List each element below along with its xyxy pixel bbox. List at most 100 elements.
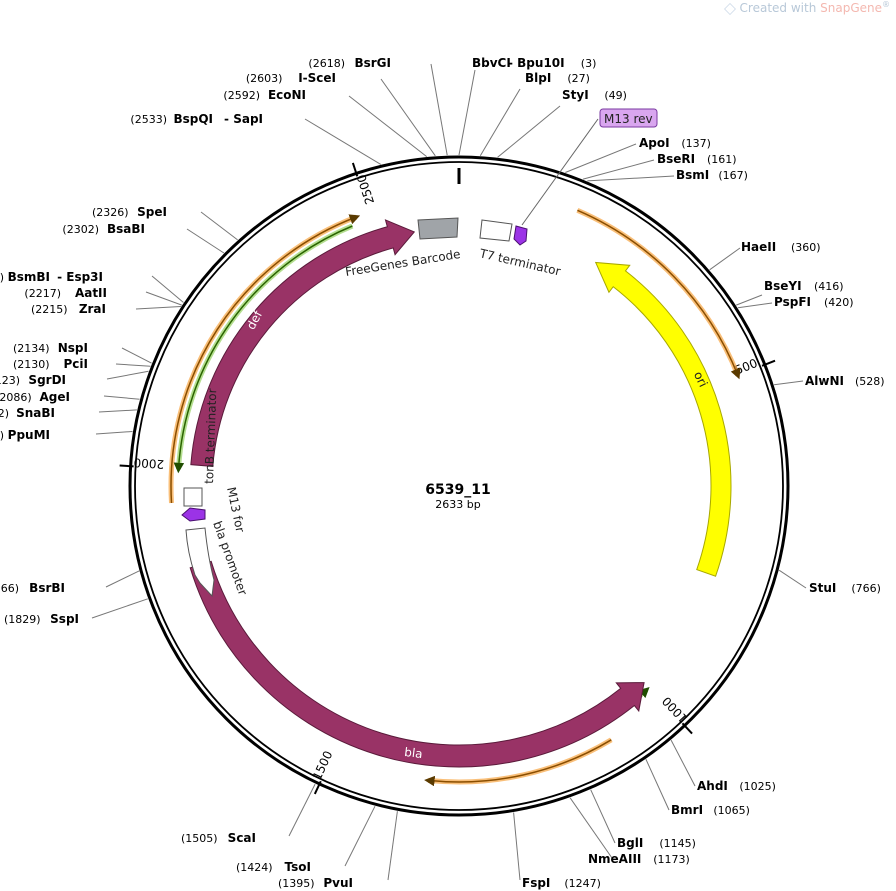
site-name-aatii[interactable]: AatII bbox=[75, 286, 107, 300]
site-line-bmri bbox=[645, 758, 670, 811]
m13-rev-label: M13 rev bbox=[604, 112, 653, 126]
site-name-alwni[interactable]: AlwNI bbox=[805, 374, 844, 388]
site-name-pvui[interactable]: PvuI bbox=[323, 876, 353, 890]
site-name-sapi[interactable]: - SapI bbox=[224, 112, 263, 126]
site-pos-blpi: (27) bbox=[567, 72, 590, 85]
site-name-zrai[interactable]: ZraI bbox=[79, 302, 106, 316]
site-name-ppumi[interactable]: PpuMI bbox=[8, 428, 50, 442]
site-name-bbvci[interactable]: BbvCI bbox=[472, 56, 511, 70]
site-name-snabi[interactable]: SnaBI bbox=[16, 406, 55, 420]
site-line-snabi bbox=[98, 409, 137, 413]
site-line-alwni bbox=[774, 380, 804, 386]
site-name-bgli[interactable]: BglI bbox=[617, 836, 643, 850]
site-name-nmeaiii[interactable]: NmeAIII bbox=[588, 852, 641, 866]
site-line-haeii bbox=[709, 247, 741, 271]
site-line-sspi bbox=[91, 598, 148, 619]
site-name-bsrbi[interactable]: BsrBI bbox=[29, 581, 65, 595]
site-name-fspi[interactable]: FspI bbox=[522, 876, 550, 890]
tick-label-2000: 2000 bbox=[133, 455, 164, 471]
m13-fwd-label: M13 for bbox=[224, 486, 247, 534]
site-name-bsmbi[interactable]: BsmBI bbox=[8, 270, 50, 284]
tick-mark-1000 bbox=[681, 722, 693, 735]
watermark-mark: ® bbox=[882, 0, 890, 9]
site-name-bseri[interactable]: BseRI bbox=[657, 152, 695, 166]
site-name-econi[interactable]: EcoNI bbox=[268, 88, 306, 102]
bla-label: bla bbox=[404, 745, 424, 761]
site-line-i-scei bbox=[380, 78, 436, 157]
site-pos-bsrbi: (1866) bbox=[0, 582, 19, 595]
site-name-bsmi[interactable]: BsmI bbox=[676, 168, 709, 182]
m13-rev-tag: M13 rev bbox=[599, 108, 658, 128]
site-pos-bspqi: (2533) bbox=[130, 113, 167, 126]
site-line-sgrdi bbox=[106, 370, 149, 380]
site-name-tsoi[interactable]: TsoI bbox=[285, 860, 311, 874]
site-pos-bmri: (1065) bbox=[713, 804, 750, 817]
site-line-econi bbox=[348, 95, 428, 157]
site-name-styi[interactable]: StyI bbox=[562, 88, 589, 102]
site-line-bsrbi bbox=[105, 570, 140, 588]
site-name-bseyi[interactable]: BseYI bbox=[764, 279, 802, 293]
site-line-fspi bbox=[513, 812, 521, 881]
site-name-bsabi[interactable]: BsaBI bbox=[107, 222, 145, 236]
site-pos-apoi: (137) bbox=[681, 137, 711, 150]
tick-label-1500: 1500 bbox=[310, 749, 336, 783]
site-line-styi bbox=[497, 105, 561, 158]
def-cds bbox=[190, 219, 416, 467]
site-pos-bseri: (161) bbox=[707, 153, 737, 166]
site-name-ahdi[interactable]: AhdI bbox=[697, 779, 728, 793]
site-name-bsrgi[interactable]: BsrGI bbox=[354, 56, 391, 70]
orf-ori-region-glow bbox=[576, 208, 741, 377]
snapgene-watermark: Created with SnapGene® bbox=[723, 0, 890, 15]
backbone-outer bbox=[128, 155, 790, 817]
site-pos-scai: (1505) bbox=[181, 832, 218, 845]
site-line-bspqi bbox=[304, 118, 382, 165]
site-name-bpu10i[interactable]: - Bpu10I bbox=[508, 56, 565, 70]
watermark-prefix: Created with bbox=[739, 1, 821, 15]
site-pos-spei: (2326) bbox=[92, 206, 129, 219]
site-line-bbvci bbox=[458, 69, 476, 156]
site-pos-ahdi: (1025) bbox=[739, 780, 776, 793]
site-name-sgrdi[interactable]: SgrDI bbox=[28, 373, 66, 387]
site-name-bspqi[interactable]: BspQI bbox=[173, 112, 213, 126]
site-pos-snabi: (2072) bbox=[0, 407, 9, 420]
site-line-pspfi bbox=[737, 302, 773, 309]
site-name-esp3i[interactable]: - Esp3I bbox=[57, 270, 103, 284]
orf-bla-reverse bbox=[424, 739, 612, 787]
site-pos-bsabi: (2302) bbox=[62, 223, 99, 236]
site-pos-bpu10i: (3) bbox=[581, 57, 597, 70]
site-line-zrai bbox=[135, 306, 181, 310]
site-name-i-scei[interactable]: I-SceI bbox=[298, 71, 336, 85]
site-name-haeii[interactable]: HaeII bbox=[741, 240, 776, 254]
site-line-nspi bbox=[121, 347, 152, 364]
site-pos-bsmbi: (2221) bbox=[0, 271, 4, 284]
site-pos-bsrgi: (2618) bbox=[308, 57, 345, 70]
site-line-tsoi bbox=[344, 805, 376, 867]
site-name-pcii[interactable]: PciI bbox=[64, 357, 89, 371]
orf-ori-region bbox=[577, 209, 741, 380]
site-name-agei[interactable]: AgeI bbox=[40, 390, 70, 404]
site-name-nspi[interactable]: NspI bbox=[58, 341, 88, 355]
site-name-sspi[interactable]: SspI bbox=[50, 612, 79, 626]
orf-def-forward bbox=[170, 214, 361, 504]
site-pos-pvui: (1395) bbox=[278, 877, 315, 890]
site-name-stui[interactable]: StuI bbox=[809, 581, 836, 595]
site-pos-nspi: (2134) bbox=[13, 342, 50, 355]
site-line-blpi bbox=[479, 88, 521, 156]
site-name-scai[interactable]: ScaI bbox=[228, 831, 256, 845]
site-pos-tsoi: (1424) bbox=[236, 861, 273, 874]
site-name-bmri[interactable]: BmrI bbox=[671, 803, 703, 817]
site-line-spei bbox=[200, 211, 238, 241]
site-name-pspfi[interactable]: PspFI bbox=[774, 295, 811, 309]
tick-mark-2000 bbox=[119, 464, 134, 468]
site-line-apoi bbox=[565, 143, 637, 173]
site-name-blpi[interactable]: BlpI bbox=[525, 71, 551, 85]
site-pos-pcii: (2130) bbox=[13, 358, 50, 371]
watermark-brand: SnapGene bbox=[820, 1, 882, 15]
m13-fwd-primer bbox=[181, 507, 206, 522]
site-pos-agei: (2086) bbox=[0, 391, 32, 404]
site-name-apoi[interactable]: ApoI bbox=[639, 136, 670, 150]
site-line-pvui bbox=[387, 811, 398, 881]
site-name-spei[interactable]: SpeI bbox=[137, 205, 167, 219]
m13-rev-leader bbox=[521, 118, 599, 226]
